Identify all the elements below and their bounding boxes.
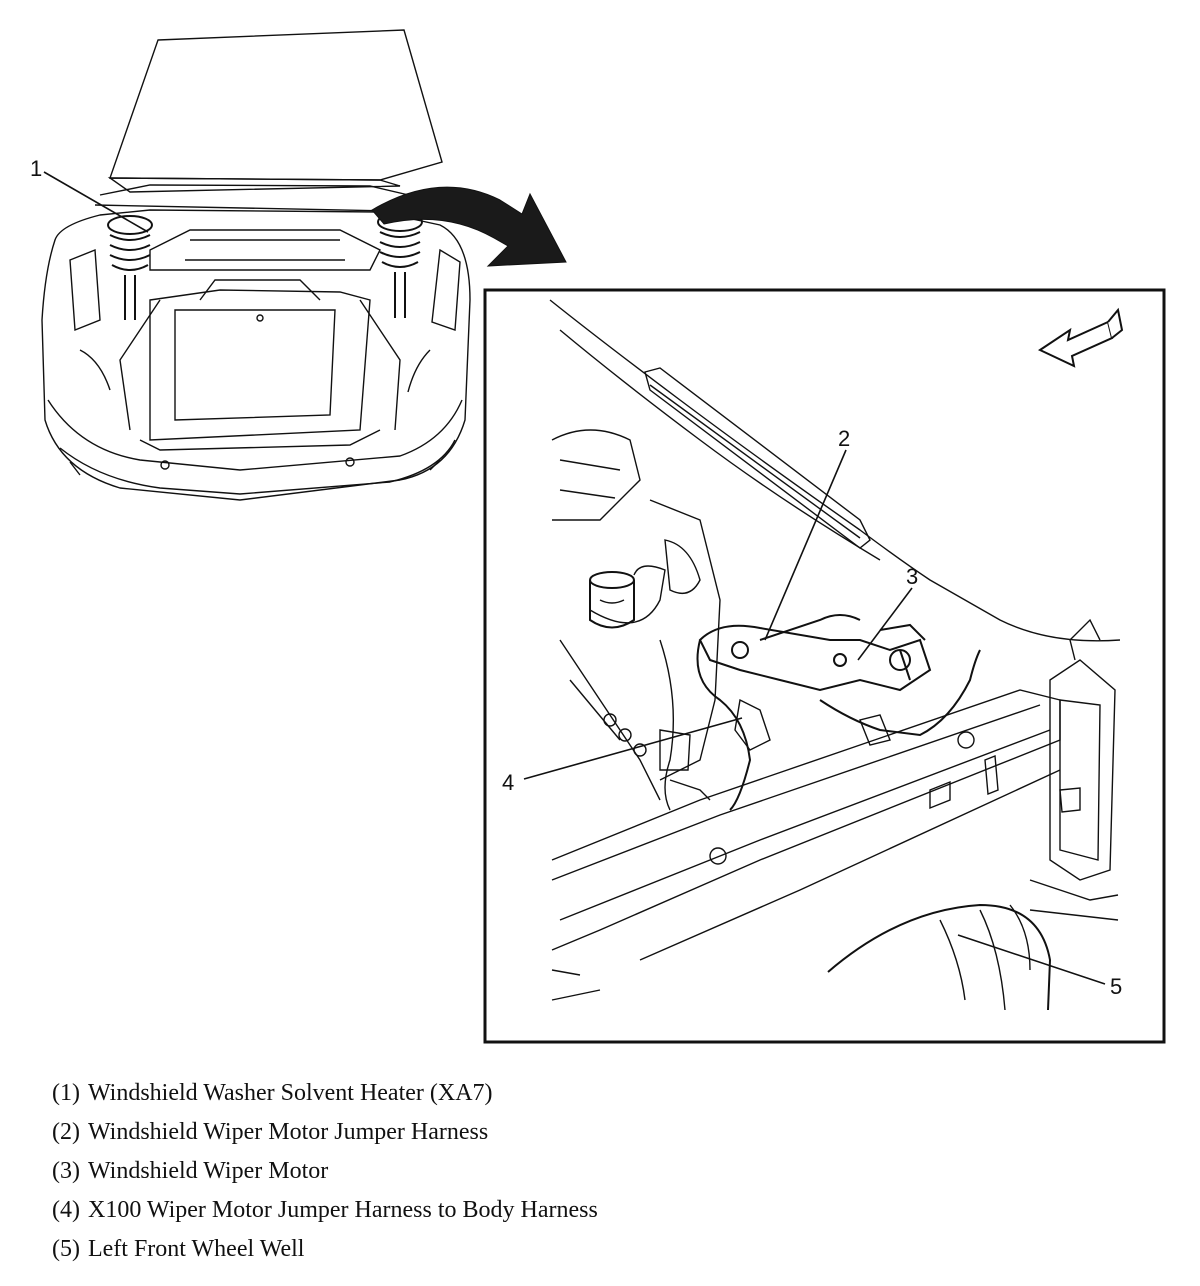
legend-text: X100 Wiper Motor Jumper Harness to Body …	[87, 1197, 598, 1223]
legend-text: Windshield Wiper Motor	[87, 1158, 329, 1184]
callout-1: 1	[30, 156, 42, 181]
callout-5: 5	[1110, 974, 1122, 999]
vehicle-overview-illustration	[41, 29, 471, 501]
legend: (1) Windshield Washer Solvent Heater (XA7…	[52, 1074, 1152, 1269]
legend-item: (2) Windshield Wiper Motor Jumper Harness	[52, 1113, 1152, 1152]
detail-view-illustration	[549, 299, 1124, 1011]
front-direction-arrow-icon	[1037, 307, 1124, 368]
legend-number: (3)	[52, 1158, 80, 1184]
legend-number: (2)	[52, 1119, 80, 1145]
legend-text: Left Front Wheel Well	[87, 1236, 305, 1262]
detail-view-frame	[483, 288, 1166, 1044]
legend-number: (4)	[52, 1197, 80, 1223]
legend-item: (4) X100 Wiper Motor Jumper Harness to Bo…	[52, 1191, 1152, 1230]
service-diagram: 1 2 3 4 5	[30, 29, 1166, 1044]
legend-item: (3) Windshield Wiper Motor	[52, 1152, 1152, 1191]
legend-text: Windshield Washer Solvent Heater (XA7)	[87, 1080, 493, 1106]
legend-number: (5)	[52, 1236, 80, 1262]
legend-item: (1) Windshield Washer Solvent Heater (XA7…	[52, 1074, 1152, 1113]
callout-3: 3	[906, 564, 918, 589]
legend-number: (1)	[52, 1080, 80, 1106]
legend-item: (5) Left Front Wheel Well	[52, 1230, 1152, 1269]
legend-text: Windshield Wiper Motor Jumper Harness	[87, 1119, 489, 1145]
curved-arrow-icon	[371, 186, 567, 267]
callout-2: 2	[838, 426, 850, 451]
leader-lines	[43, 171, 1106, 985]
callout-4: 4	[502, 770, 514, 795]
